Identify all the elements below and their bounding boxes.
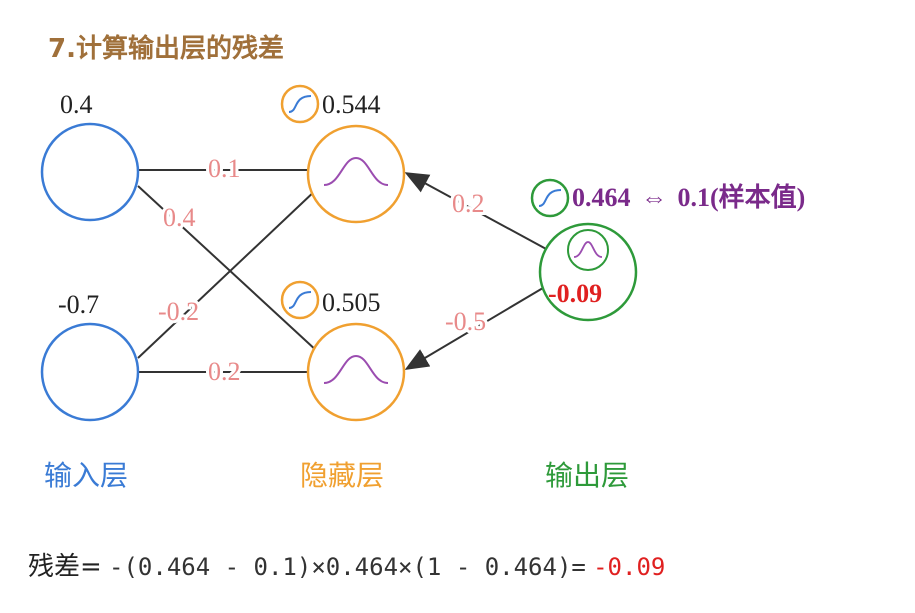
residual-formula: 残差= -(0.464 - 0.1)×0.464×(1 - 0.464)= -0… bbox=[28, 551, 665, 582]
weight-label: 0.1 bbox=[208, 154, 241, 183]
formula-prefix: 残差= bbox=[28, 552, 102, 582]
equivalence-symbol: ⇔ bbox=[641, 183, 667, 212]
hidden-bottom-value: 0.505 bbox=[322, 288, 381, 317]
hidden-node-top bbox=[306, 124, 406, 224]
output-layer-label: 输出层 bbox=[545, 460, 629, 491]
weight-labels: 0.1 0.4 -0.2 0.2 0.2 -0.5 bbox=[155, 151, 489, 389]
weight-label: 0.2 bbox=[208, 357, 241, 386]
bell-curve-icon bbox=[323, 354, 389, 384]
sigmoid-icon bbox=[280, 84, 320, 124]
bell-curve-icon bbox=[323, 156, 389, 186]
edge-output-hidden-bottom bbox=[404, 284, 549, 371]
sigmoid-curve bbox=[538, 189, 562, 207]
output-value: 0.464 bbox=[572, 183, 631, 212]
formula-result: -0.09 bbox=[593, 553, 665, 581]
edge-input-bottom-hidden-top bbox=[137, 187, 319, 359]
hidden-node-bottom bbox=[306, 322, 406, 422]
bell-curve-icon bbox=[573, 241, 603, 258]
hidden-top-value: 0.544 bbox=[322, 90, 381, 119]
input-bottom-value: -0.7 bbox=[58, 290, 99, 319]
edge-output-hidden-top bbox=[404, 172, 549, 251]
sigmoid-curve bbox=[288, 95, 312, 113]
input-top-value: 0.4 bbox=[60, 90, 93, 119]
output-inner-node bbox=[567, 229, 609, 271]
page-title: 7.计算输出层的残差 bbox=[48, 33, 284, 64]
sample-target: 0.1(样本值) bbox=[678, 182, 806, 212]
formula-body: -(0.464 - 0.1)×0.464×(1 - 0.464)= bbox=[109, 553, 586, 581]
hidden-layer-label: 隐藏层 bbox=[300, 460, 384, 491]
weight-label: -0.2 bbox=[158, 297, 199, 326]
output-residual: -0.09 bbox=[548, 279, 602, 308]
edge-input-top-hidden-bottom bbox=[137, 185, 319, 353]
output-node bbox=[538, 222, 638, 322]
connections bbox=[137, 169, 549, 373]
weight-label: -0.5 bbox=[445, 307, 486, 336]
sigmoid-icon bbox=[530, 178, 570, 218]
weight-label: 0.2 bbox=[452, 189, 485, 218]
weight-label: 0.4 bbox=[163, 203, 196, 232]
input-node-bottom bbox=[40, 322, 140, 422]
sigmoid-curve bbox=[288, 291, 312, 309]
sigmoid-icon bbox=[280, 280, 320, 320]
input-node-top bbox=[40, 122, 140, 222]
output-value-line: 0.464 ⇔ 0.1(样本值) bbox=[572, 182, 805, 212]
input-layer-label: 输入层 bbox=[44, 460, 128, 491]
